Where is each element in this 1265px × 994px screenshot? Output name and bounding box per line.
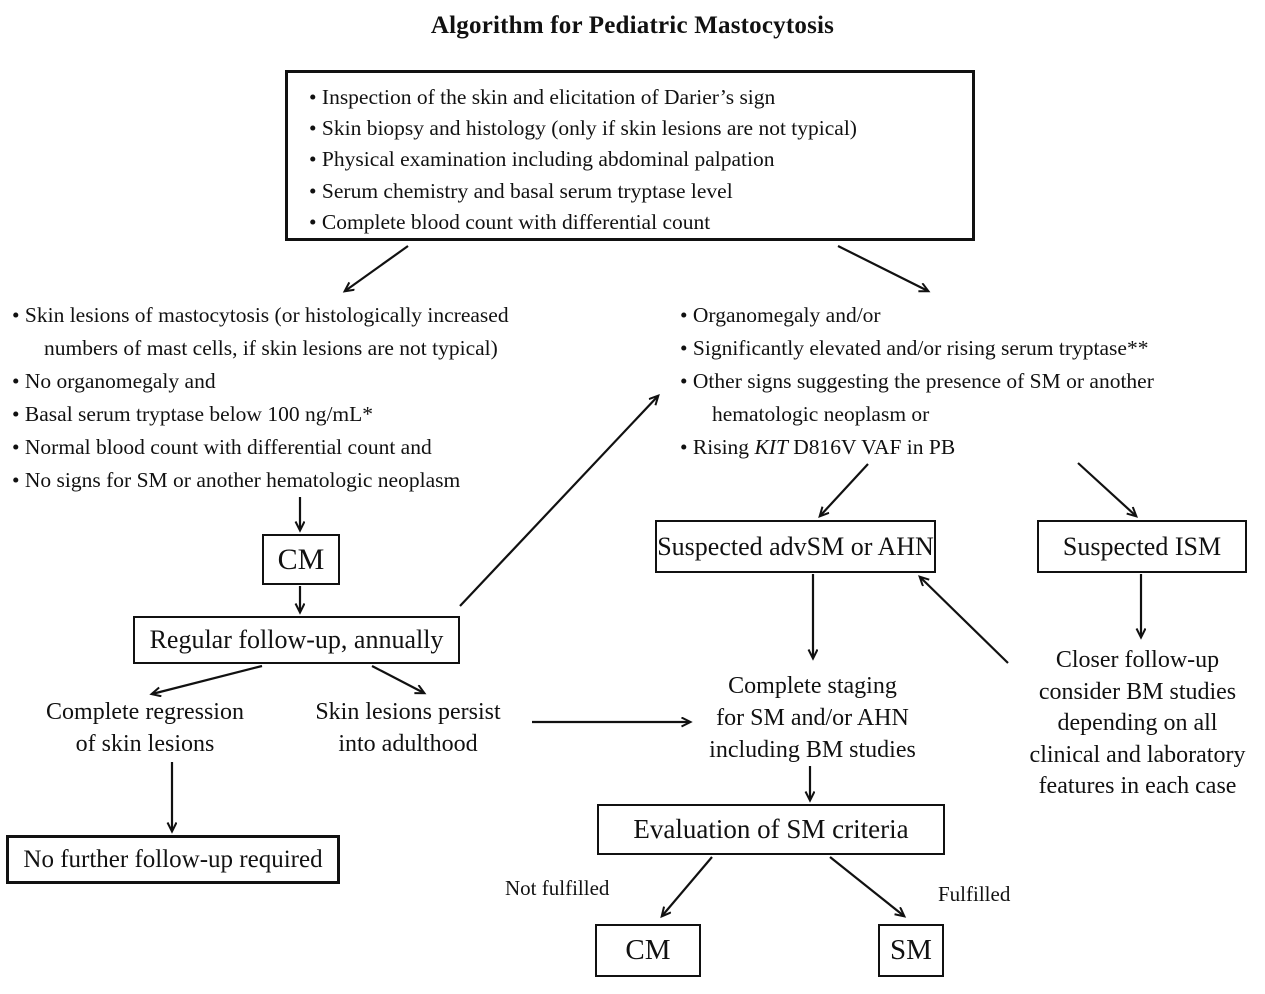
initial-workup-list: Inspection of the skin and elicitation o… <box>309 82 857 238</box>
rising-kit-post: D816V VAF in PB <box>787 435 956 459</box>
regular-followup-node: Regular follow-up, annually <box>133 616 460 664</box>
closer-followup-line: consider BM studies <box>1038 678 1237 705</box>
workup-item: Skin biopsy and histology (only if skin … <box>309 113 857 144</box>
arrow-workup-to-right-criteria <box>837 245 928 291</box>
right-criteria-item: Organomegaly and/or <box>680 299 1154 332</box>
right-criteria-item-continuation: hematologic neoplasm or <box>712 402 930 426</box>
closer-followup-line: clinical and laboratory <box>1029 741 1246 768</box>
no-further-followup-node: No further follow-up required <box>6 835 340 884</box>
suspected-advsm-node: Suspected advSM or AHN <box>655 520 936 573</box>
rising-kit-pre: Rising <box>692 435 755 459</box>
complete-regression-label: Complete regression of skin lesions <box>35 696 255 760</box>
closer-followup-label: Closer follow-up consider BM studies dep… <box>1015 645 1260 803</box>
arrow-followup-to-right-criteria <box>459 396 658 607</box>
complete-staging-line: Complete staging <box>728 673 897 699</box>
closer-followup-line: features in each case <box>1038 773 1237 799</box>
complete-regression-line: Complete regression <box>46 699 244 725</box>
arrow-workup-to-left-criteria <box>345 245 409 291</box>
cm-node: CM <box>262 534 340 585</box>
left-criteria-item: Normal blood count with differential cou… <box>12 431 509 464</box>
workup-item: Serum chemistry and basal serum tryptase… <box>309 176 857 207</box>
complete-staging-line: including BM studies <box>709 737 916 763</box>
lesions-persist-line: into adulthood <box>338 731 478 757</box>
arrow-evaluation-to-cm-final <box>662 856 713 916</box>
left-criteria-list: Skin lesions of mastocytosis (or histolo… <box>12 299 509 497</box>
cm-final-node: CM <box>595 924 701 977</box>
left-criteria-item: No organomegaly and <box>12 365 509 398</box>
left-criteria-item: Skin lesions of mastocytosis (or histolo… <box>12 299 509 332</box>
complete-staging-label: Complete staging for SM and/or AHN inclu… <box>690 670 935 766</box>
complete-staging-line: for SM and/or AHN <box>716 705 909 731</box>
workup-item: Complete blood count with differential c… <box>309 207 857 238</box>
lesions-persist-label: Skin lesions persist into adulthood <box>298 696 518 760</box>
arrow-closer-followup-to-advsm <box>920 577 1009 664</box>
evaluation-node: Evaluation of SM criteria <box>597 804 945 855</box>
complete-regression-line: of skin lesions <box>75 731 215 757</box>
arrow-followup-to-regression <box>152 664 263 694</box>
suspected-ism-node: Suspected ISM <box>1037 520 1247 573</box>
left-criteria-item: No signs for SM or another hematologic n… <box>12 464 509 497</box>
sm-final-node: SM <box>878 924 944 977</box>
lesions-persist-line: Skin lesions persist <box>315 699 501 725</box>
right-criteria-list: Organomegaly and/or Significantly elevat… <box>680 299 1154 464</box>
closer-followup-line: depending on all <box>1057 710 1218 736</box>
arrow-right-criteria-to-ism <box>1077 462 1136 516</box>
arrow-followup-to-persist <box>371 665 424 693</box>
left-criteria-item: Basal serum tryptase below 100 ng/mL* <box>12 398 509 431</box>
right-criteria-item: Rising KIT D816V VAF in PB <box>680 431 1154 464</box>
workup-item: Inspection of the skin and elicitation o… <box>309 82 857 113</box>
right-criteria-item: Other signs suggesting the presence of S… <box>680 365 1154 398</box>
fulfilled-label: Fulfilled <box>938 882 1011 906</box>
not-fulfilled-label: Not fulfilled <box>505 876 610 900</box>
arrow-right-criteria-to-advsm <box>820 463 869 516</box>
closer-followup-line: Closer follow-up <box>1055 647 1220 673</box>
right-criteria-item: Significantly elevated and/or rising ser… <box>680 332 1154 365</box>
left-criteria-item-continuation: numbers of mast cells, if skin lesions a… <box>44 336 498 360</box>
workup-item: Physical examination including abdominal… <box>309 144 857 175</box>
page-title: Algorithm for Pediatric Mastocytosis <box>430 12 835 39</box>
kit-gene-italic: KIT <box>754 435 788 459</box>
arrow-evaluation-to-sm-final <box>829 856 904 916</box>
